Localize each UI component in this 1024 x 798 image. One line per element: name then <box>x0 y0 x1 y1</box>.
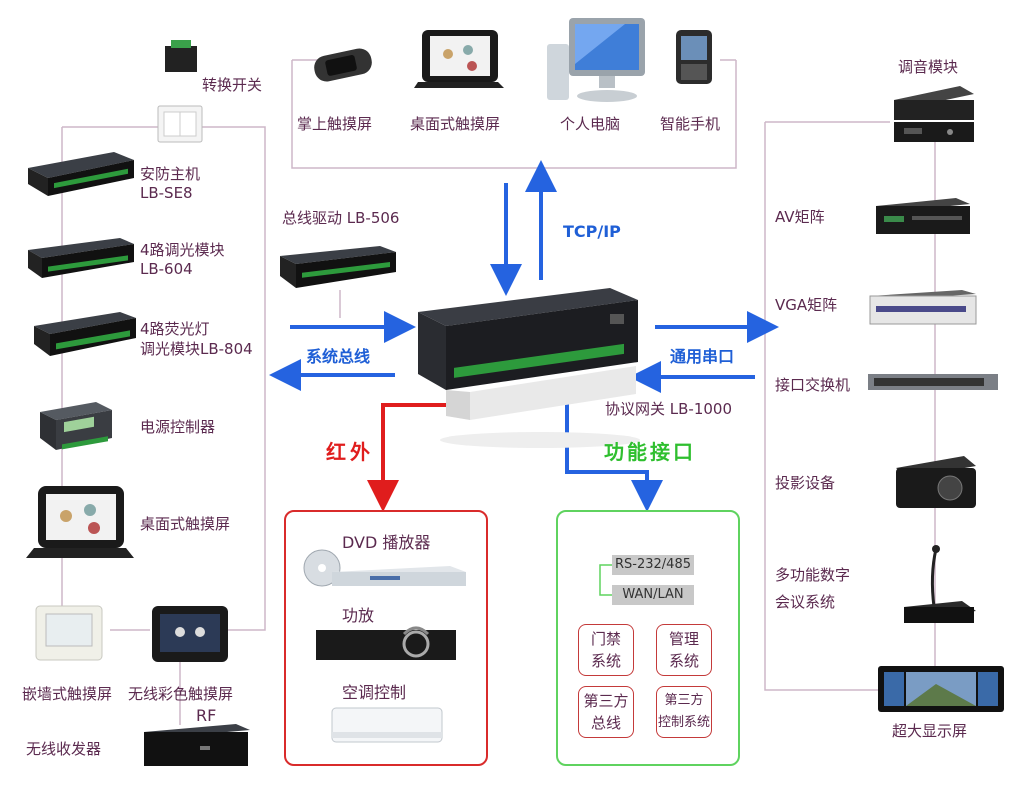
function-cell-0-l2: 系统 <box>590 652 621 670</box>
infrared-item-0: DVD 播放器 <box>342 533 431 552</box>
function-cell-0-l1: 门禁 <box>590 630 621 648</box>
left-item-2-line1: 4路荧光灯 <box>140 320 210 338</box>
right-item-label-1: AV矩阵 <box>775 208 825 226</box>
wall-touchscreen-icon <box>35 605 103 661</box>
fluorescent-dimmer-icon <box>34 312 136 356</box>
desktop-touchscreen-left-icon <box>26 486 134 558</box>
top-network-outline <box>291 60 737 169</box>
air-conditioner-icon <box>331 707 443 743</box>
infrared-box <box>284 510 488 766</box>
gateway-device-icon <box>418 288 640 448</box>
switch-module-icon <box>165 40 197 72</box>
left-item-1-line2: LB-604 <box>140 260 193 278</box>
smartphone-icon <box>676 30 712 84</box>
arrow-infrared <box>367 403 455 512</box>
top-device-label-1: 桌面式触摸屏 <box>410 115 501 133</box>
wireless-touchscreen-label: 无线彩色触摸屏 <box>128 685 234 703</box>
function-cell-3-l2: 控制系统 <box>657 715 710 730</box>
audio-module-icon <box>894 86 974 142</box>
function-cell-2-l2: 总线 <box>590 714 621 732</box>
function-cell-2-l1: 第三方 <box>583 692 629 710</box>
right-item-label-0: 调音模块 <box>898 58 959 76</box>
function-port-box <box>556 510 740 766</box>
top-device-label-3: 智能手机 <box>660 115 721 133</box>
function-cell-1: 管理 系统 <box>656 624 712 676</box>
function-cell-3: 第三方 控制系统 <box>656 686 712 738</box>
right-item-label-4: 投影设备 <box>775 474 836 492</box>
security-host-icon <box>28 152 134 196</box>
av-matrix-icon <box>876 198 970 234</box>
right-item-label-6: 会议系统 <box>775 593 836 611</box>
right-item-label-5: 多功能数字 <box>775 566 851 584</box>
dimmer-module-icon <box>28 238 134 278</box>
vga-matrix-icon <box>869 290 977 325</box>
right-item-label-7: 超大显示屏 <box>892 722 968 740</box>
top-device-label-2: 个人电脑 <box>560 115 621 133</box>
tcp-ip-label: TCP/IP <box>563 222 621 241</box>
bus-driver-icon <box>280 246 396 288</box>
large-display-icon <box>878 666 1004 712</box>
amplifier-icon <box>316 626 456 660</box>
function-cell-2: 第三方 总线 <box>578 686 634 738</box>
switch-panel-icon <box>157 105 203 143</box>
personal-computer-icon <box>547 18 645 102</box>
projector-icon <box>896 456 976 508</box>
left-item-1-line1: 4路调光模块 <box>140 241 225 259</box>
dvd-player-icon <box>303 549 466 587</box>
power-controller-icon <box>40 402 112 450</box>
function-tag-1: WAN/LAN <box>612 585 694 605</box>
function-cell-3-l1: 第三方 <box>664 693 704 708</box>
infrared-item-1: 功放 <box>342 606 375 625</box>
system-bus-label: 系统总线 <box>306 347 371 366</box>
left-item-2-line2: 调光模块LB-804 <box>140 340 253 358</box>
infrared-label: 红外 <box>326 440 374 464</box>
desktop-touchscreen-icon <box>414 30 504 88</box>
rf-label: RF <box>196 706 217 725</box>
bus-driver-label: 总线驱动 LB-506 <box>282 209 400 227</box>
switch-label: 转换开关 <box>202 76 263 94</box>
wall-touchscreen-label: 嵌墙式触摸屏 <box>22 685 113 703</box>
infrared-item-2: 空调控制 <box>342 683 407 702</box>
function-port-label: 功能接口 <box>604 440 696 464</box>
gateway-label: 协议网关 LB-1000 <box>605 400 733 418</box>
serial-port-label: 通用串口 <box>670 347 735 366</box>
right-item-label-2: VGA矩阵 <box>775 296 838 314</box>
interface-switch-icon <box>868 374 998 390</box>
transceiver-label: 无线收发器 <box>26 740 102 758</box>
left-item-0-line2: LB-SE8 <box>140 184 193 202</box>
wireless-transceiver-icon <box>144 724 250 766</box>
function-cell-1-l1: 管理 <box>668 630 699 648</box>
left-item-3-line1: 电源控制器 <box>140 418 216 436</box>
handheld-touchscreen-icon <box>314 48 372 82</box>
right-item-label-3: 接口交换机 <box>775 376 851 394</box>
function-tag-bracket <box>599 564 612 596</box>
function-cell-0: 门禁 系统 <box>578 624 634 676</box>
left-item-4-line1: 桌面式触摸屏 <box>140 515 231 533</box>
conference-microphone-icon <box>904 545 976 623</box>
function-cell-1-l2: 系统 <box>668 652 699 670</box>
wireless-touchscreen-icon <box>152 606 228 662</box>
left-item-0-line1: 安防主机 <box>140 165 201 183</box>
top-device-label-0: 掌上触摸屏 <box>297 115 373 133</box>
function-tag-0: RS-232/485 <box>612 555 694 575</box>
